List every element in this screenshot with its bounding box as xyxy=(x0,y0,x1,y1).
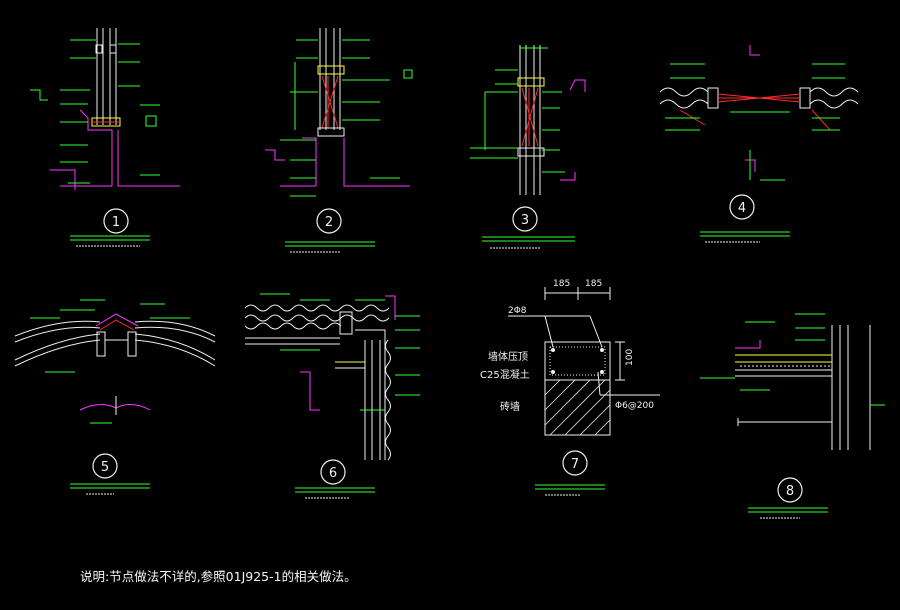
detail-4-circle xyxy=(729,194,755,220)
detail-7-dim-right: 185 xyxy=(585,279,602,289)
detail-7-number: 7 xyxy=(571,457,579,472)
detail-5-number: 5 xyxy=(101,460,109,475)
detail-7-beam-label: 墙体压顶 xyxy=(488,350,528,363)
detail-7-rebar-label: 2Φ8 xyxy=(508,306,527,316)
detail-1-number: 1 xyxy=(112,215,120,230)
detail-7-stirrup-label: Φ6@200 xyxy=(615,401,654,411)
detail-1-drawing xyxy=(30,28,180,247)
detail-7-dim-left: 185 xyxy=(553,279,570,289)
detail-8-circle xyxy=(777,477,803,503)
detail-7-dim-height: 100 xyxy=(625,349,635,366)
detail-3-circle xyxy=(512,206,538,232)
detail-6-drawing xyxy=(244,293,420,499)
detail-7-circle xyxy=(562,450,588,476)
detail-4-drawing xyxy=(659,45,859,243)
detail-7-drawing xyxy=(508,287,660,496)
detail-6-circle xyxy=(320,459,346,485)
detail-7-wall-label: 砖墙 xyxy=(500,400,520,413)
detail-5-circle xyxy=(92,453,118,479)
detail-4-number: 4 xyxy=(738,201,746,216)
detail-8-number: 8 xyxy=(786,484,794,499)
detail-2-drawing xyxy=(265,28,413,253)
detail-2-circle xyxy=(316,208,342,234)
detail-7-concrete-label: C25混凝土 xyxy=(480,368,530,381)
drawing-note: 说明:节点做法不详的,参照01J925-1的相关做法。 xyxy=(80,569,357,584)
detail-3-number: 3 xyxy=(521,213,529,228)
detail-2-number: 2 xyxy=(325,215,333,230)
detail-5-drawing xyxy=(14,299,216,495)
detail-8-drawing xyxy=(700,313,885,519)
detail-1-circle xyxy=(103,208,129,234)
detail-6-number: 6 xyxy=(329,466,337,481)
detail-3-drawing xyxy=(470,45,586,249)
